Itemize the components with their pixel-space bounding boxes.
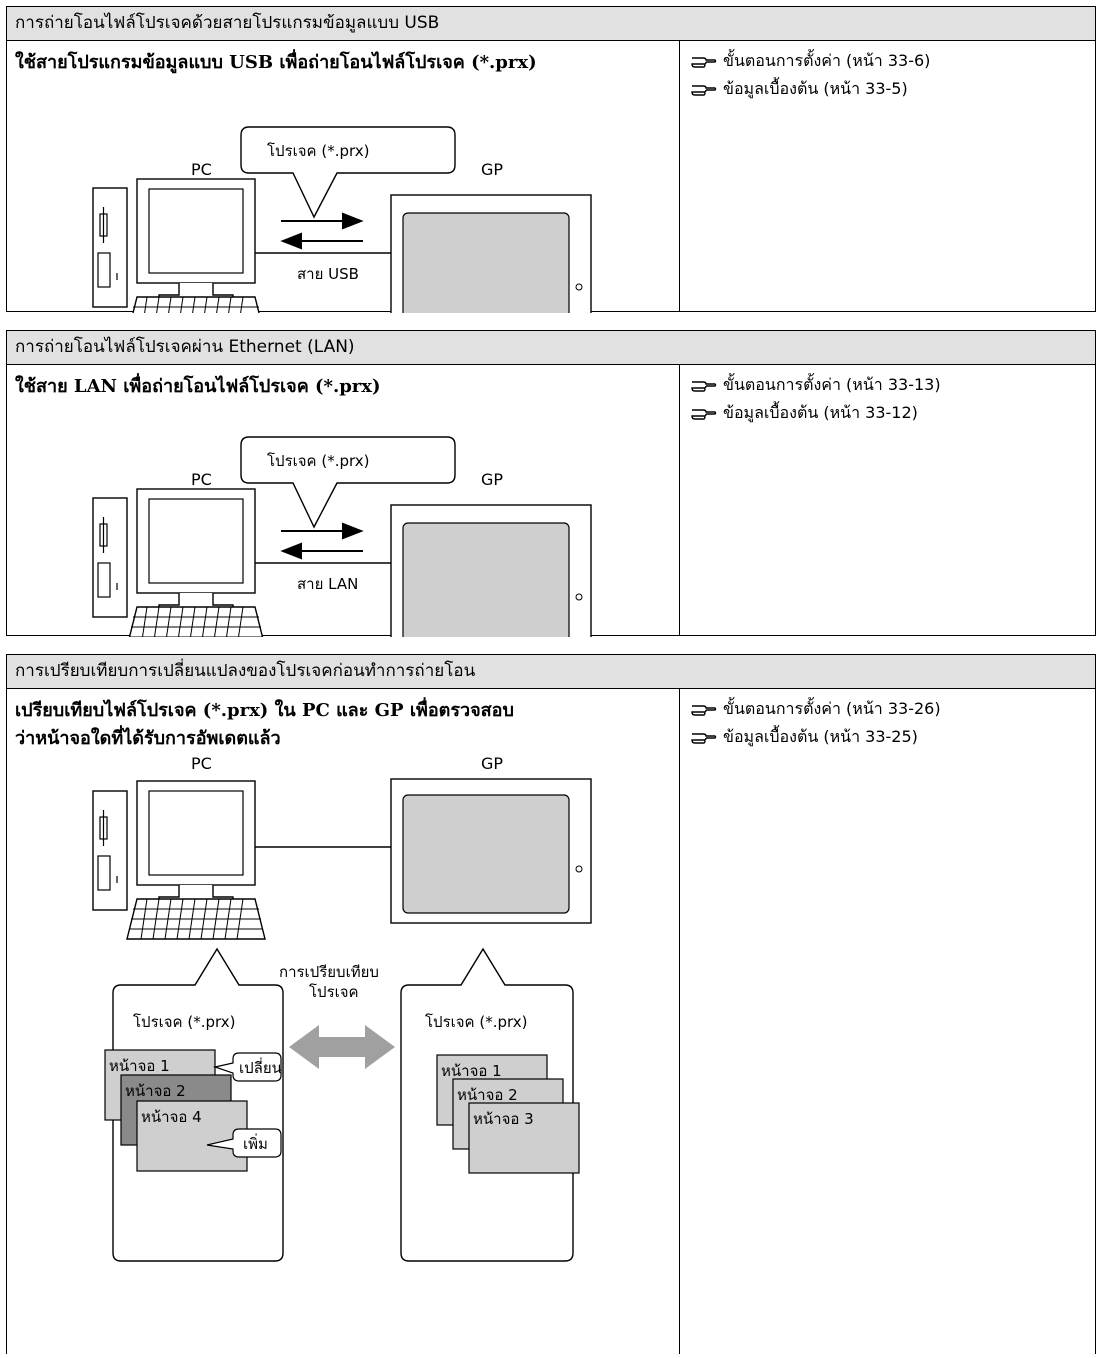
section-compare-projects: การเปรียบเทียบการเปลี่ยนแปลงของโปรเจคก่อ… <box>6 654 1096 1354</box>
column-divider <box>679 365 680 635</box>
usb-transfer-diagram: โปรเจค (*.prx) PC GP สาย USB <box>7 7 679 313</box>
pc-screen <box>149 499 243 583</box>
pc-screen-4-label: หน้าจอ 4 <box>141 1108 202 1126</box>
ref-setup[interactable]: ขั้นตอนการตั้งค่า (หน้า 33-6) <box>691 47 1091 75</box>
gp-button <box>576 866 582 872</box>
cable-label: สาย USB <box>297 265 359 283</box>
compare-label-1: การเปรียบเทียบ <box>279 963 379 981</box>
pc-label: PC <box>191 160 212 179</box>
pointing-hand-icon <box>691 405 717 421</box>
gp-screen <box>403 523 569 637</box>
gp-label: GP <box>481 160 503 179</box>
gp-project-label: โปรเจค (*.prx) <box>425 1013 528 1031</box>
ref-basics[interactable]: ข้อมูลเบื้องต้น (หน้า 33-12) <box>691 399 1091 427</box>
gp-screen <box>403 213 569 313</box>
section-usb-transfer: การถ่ายโอนไฟล์โปรเจคด้วยสายโปรแกรมข้อมูล… <box>6 6 1096 312</box>
ref-setup-label: ขั้นตอนการตั้งค่า (หน้า 33-26) <box>723 695 941 723</box>
pc-screen-1-label: หน้าจอ 1 <box>109 1057 170 1075</box>
pc-drive-bay <box>98 856 110 890</box>
pointing-hand-icon <box>691 377 717 393</box>
compare-diagram: PC GP โปรเจค (*.prx) หน้าจอ 1 หน้าจอ 2 ห… <box>7 655 679 1355</box>
cable-label: สาย LAN <box>297 575 358 593</box>
pointing-hand-icon <box>691 81 717 97</box>
reference-list: ขั้นตอนการตั้งค่า (หน้า 33-13) ข้อมูลเบื… <box>691 371 1091 427</box>
ref-basics-label: ข้อมูลเบื้องต้น (หน้า 33-5) <box>723 75 908 103</box>
gp-screen <box>403 795 569 913</box>
bubble-label: โปรเจค (*.prx) <box>267 142 370 160</box>
column-divider <box>679 41 680 311</box>
compare-label-2: โปรเจค <box>309 983 359 1001</box>
gp-screen-2-label: หน้าจอ 2 <box>457 1086 518 1104</box>
gp-label: GP <box>481 754 503 773</box>
ref-basics-label: ข้อมูลเบื้องต้น (หน้า 33-25) <box>723 723 918 751</box>
gp-button <box>576 594 582 600</box>
reference-list: ขั้นตอนการตั้งค่า (หน้า 33-26) ข้อมูลเบื… <box>691 695 1091 751</box>
compare-arrow <box>289 1025 395 1069</box>
gp-label: GP <box>481 470 503 489</box>
pc-drive-bay <box>98 563 110 597</box>
pc-drive-bay <box>98 253 110 287</box>
pointing-hand-icon <box>691 53 717 69</box>
transfer-arrows <box>281 214 363 248</box>
pointing-hand-icon <box>691 729 717 745</box>
ref-setup-label: ขั้นตอนการตั้งค่า (หน้า 33-13) <box>723 371 941 399</box>
pc-keyboard <box>127 607 265 637</box>
pc-screen <box>149 791 243 875</box>
pc-tower <box>93 791 127 910</box>
pc-project-label: โปรเจค (*.prx) <box>133 1013 236 1031</box>
ref-setup[interactable]: ขั้นตอนการตั้งค่า (หน้า 33-13) <box>691 371 1091 399</box>
column-divider <box>679 689 680 1354</box>
pc-screen <box>149 189 243 273</box>
gp-button <box>576 284 582 290</box>
transfer-arrows <box>281 524 363 558</box>
ref-basics[interactable]: ข้อมูลเบื้องต้น (หน้า 33-25) <box>691 723 1091 751</box>
pc-keyboard <box>127 297 265 313</box>
reference-list: ขั้นตอนการตั้งค่า (หน้า 33-6) ข้อมูลเบื้… <box>691 47 1091 103</box>
gp-screen-3-label: หน้าจอ 3 <box>473 1110 534 1128</box>
ref-basics[interactable]: ข้อมูลเบื้องต้น (หน้า 33-5) <box>691 75 1091 103</box>
pointing-hand-icon <box>691 701 717 717</box>
ref-basics-label: ข้อมูลเบื้องต้น (หน้า 33-12) <box>723 399 918 427</box>
gp-screen-1-label: หน้าจอ 1 <box>441 1062 502 1080</box>
lan-transfer-diagram: โปรเจค (*.prx) PC GP สาย LAN <box>7 331 679 637</box>
ref-setup-label: ขั้นตอนการตั้งค่า (หน้า 33-6) <box>723 47 930 75</box>
pc-tower <box>93 498 127 617</box>
pc-tower <box>93 188 127 307</box>
ref-setup[interactable]: ขั้นตอนการตั้งค่า (หน้า 33-26) <box>691 695 1091 723</box>
changed-label: เปลี่ยน <box>239 1057 282 1077</box>
pc-label: PC <box>191 754 212 773</box>
bubble-label: โปรเจค (*.prx) <box>267 452 370 470</box>
pc-screen-2-label: หน้าจอ 2 <box>125 1082 186 1100</box>
added-label: เพิ่ม <box>243 1133 268 1153</box>
section-lan-transfer: การถ่ายโอนไฟล์โปรเจคผ่าน Ethernet (LAN) … <box>6 330 1096 636</box>
pc-label: PC <box>191 470 212 489</box>
